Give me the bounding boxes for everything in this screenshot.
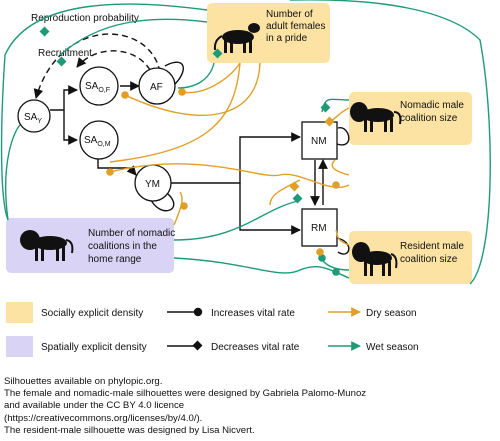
node-sa-om-main: SA [84, 135, 98, 146]
legend-increases-label: Increases vital rate [211, 308, 295, 319]
adult-females-label-line-3: in a pride [266, 33, 308, 44]
node-nm-label: NM [311, 136, 327, 147]
adult-females-label-line-1: Number of [266, 9, 313, 20]
legend-dry-season: Dry season [328, 307, 417, 319]
node-sa-y: SAY [17, 99, 51, 133]
legend: Socially explicit density Spatially expl… [6, 302, 419, 357]
diamond-icon [192, 340, 203, 351]
legend-increases: Increases vital rate [167, 307, 295, 319]
legend-wet-season-label: Wet season [366, 342, 419, 353]
legend-spatially-explicit: Spatially explicit density [6, 336, 147, 357]
home-range-label-line-2: coalitions in the [88, 241, 157, 252]
credit-line-1: Silhouettes available on phylopic.org. [4, 376, 163, 387]
node-rm-label: RM [311, 223, 327, 234]
reproduction-probability-arc [33, 33, 161, 99]
nomadic-coalition-density-box: Nomadic male coalition size [349, 92, 472, 145]
node-sa-of-sub: O,F [98, 87, 110, 94]
svg-text:SAY: SAY [24, 112, 42, 125]
home-range-label-line-3: home range [88, 254, 142, 265]
credit-line-4: (https://creativecommons.org/licenses/by… [4, 412, 203, 424]
resident-coalition-label-line-2: coalition size [400, 254, 458, 265]
credit-line-5: The resident-male silhouette was designe… [4, 424, 255, 436]
adult-females-label-line-2: adult females [266, 21, 325, 32]
credit-line-3: and available under the CC BY 4.0 licenc… [4, 400, 185, 412]
node-sa-of: SAO,F [79, 66, 119, 106]
nomadic-male-silhouette-icon [20, 230, 74, 261]
reproduction-recruitment-arcs [33, 33, 161, 99]
legend-decreases-label: Decreases vital rate [211, 342, 300, 353]
node-af-label: AF [150, 82, 163, 93]
reproduction-diamond-icon [39, 26, 50, 37]
legend-wet-season: Wet season [328, 341, 419, 353]
svg-text:SAO,F: SAO,F [85, 81, 110, 94]
node-ym-label: YM [145, 179, 160, 190]
reproduction-probability-label: Reproduction probability [31, 13, 139, 24]
node-sa-om: SAO,M [79, 120, 119, 160]
legend-spatially-explicit-label: Spatially explicit density [41, 342, 147, 353]
legend-decreases: Decreases vital rate [167, 340, 300, 353]
resident-male-silhouette-icon [352, 242, 398, 276]
node-af: AF [138, 67, 176, 105]
node-sa-y-main: SA [24, 112, 38, 123]
male-lion-silhouette-icon [350, 102, 402, 132]
circle-icon [193, 307, 203, 317]
legend-socially-explicit: Socially explicit density [6, 302, 143, 323]
node-sa-om-sub: O,M [97, 141, 110, 148]
legend-socially-explicit-label: Socially explicit density [41, 308, 143, 319]
wet-season-effects [0, 0, 491, 285]
lioness-silhouette-icon [213, 23, 260, 53]
node-sa-y-sub: Y [37, 118, 42, 125]
credit-line-2: The female and nomadic-male silhouettes … [4, 388, 367, 400]
recruitment-arc [76, 50, 151, 71]
node-nm: NM [301, 121, 338, 160]
lion-population-diagram: Number of adult females in a pride Nomad… [0, 0, 491, 357]
home-range-label-line-1: Number of nomadic [88, 228, 175, 239]
nomadic-coalitions-home-range-box: Number of nomadic coalitions in the home… [6, 218, 175, 273]
svg-text:SAO,M: SAO,M [84, 135, 111, 148]
nomadic-coalition-label-line-1: Nomadic male [400, 100, 464, 111]
silhouette-credits: Silhouettes available on phylopic.org. T… [4, 376, 494, 437]
nomadic-coalition-label-line-2: coalition size [400, 113, 458, 124]
recruitment-label: Recruitment [38, 48, 92, 59]
adult-females-density-box: Number of adult females in a pride [207, 3, 330, 63]
legend-dry-season-label: Dry season [366, 308, 417, 319]
node-ym: YM [134, 164, 172, 202]
resident-coalition-label-line-1: Resident male [400, 241, 464, 252]
node-sa-of-main: SA [85, 81, 99, 92]
node-rm: RM [301, 208, 338, 247]
recruitment-diamond-icon [56, 56, 67, 67]
resident-coalition-density-box: Resident male coalition size [349, 231, 472, 284]
